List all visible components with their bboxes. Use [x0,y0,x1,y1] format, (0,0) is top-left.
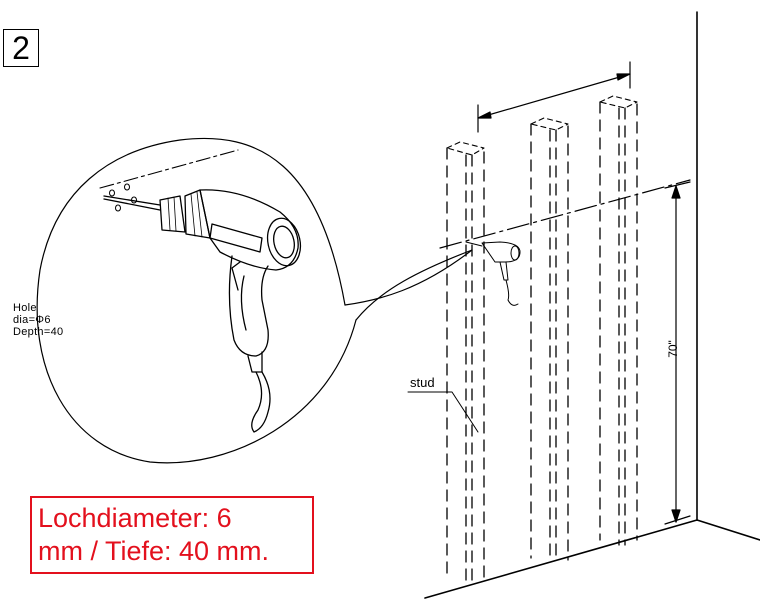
stud-leader [407,391,479,433]
height-label: 70" [665,340,680,358]
notice-line-2: mm / Tiefe: 40 mm. [38,536,270,566]
stud-tops [446,95,638,156]
german-notice-box: Lochdiameter: 6 mm / Tiefe: 40 mm. [30,496,314,574]
hole-specification: Hole dia=Φ6 Depth=40 [13,302,63,338]
small-drill-icon [465,241,521,306]
hole-diameter: dia=Φ6 [13,314,51,326]
wall-corner [424,11,760,599]
stud-lines [446,101,638,585]
drill-height-line [439,179,691,249]
height-dimension [664,181,691,525]
stud-spacing-dimension [477,61,631,133]
stud-label: stud [410,375,435,390]
hole-depth: Depth=40 [13,326,64,338]
drill-icon [103,189,302,433]
notice-line-1: Lochdiameter: 6 [38,503,232,533]
step-number: 2 [3,29,39,67]
zoom-height-line [99,149,239,189]
zoom-callout [36,137,473,464]
hole-label: Hole [13,302,37,314]
